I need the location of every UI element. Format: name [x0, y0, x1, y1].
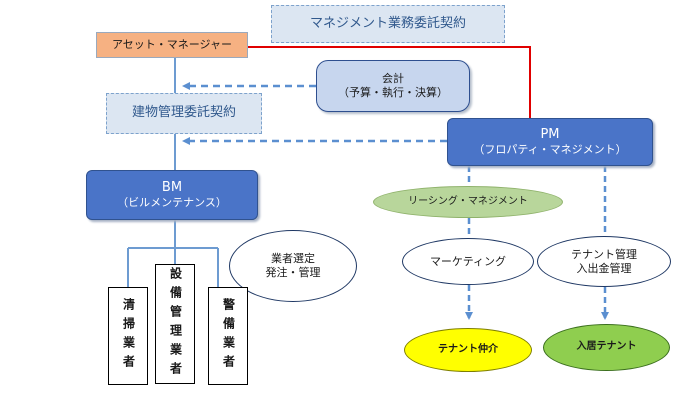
vendor-selection-oval: 業者選定 発注・管理 — [229, 230, 357, 302]
cleaning-vendor-box: 清掃業者 — [108, 287, 148, 385]
cleaning-vendor-label: 清掃業者 — [121, 298, 136, 374]
management-contract-box: マネジメント業務委託契約 — [271, 5, 505, 43]
tenant-broker-oval: テナント仲介 — [404, 328, 532, 372]
security-vendor-label: 警備業者 — [221, 298, 236, 374]
marketing-oval: マーケティング — [402, 238, 534, 285]
contract-line — [248, 46, 531, 118]
asset-manager-box: アセット・マネージャー — [96, 32, 248, 58]
building-contract-box: 建物管理委託契約 — [106, 93, 262, 134]
building-contract-label: 建物管理委託契約 — [131, 105, 236, 121]
marketing-label: マーケティング — [429, 254, 507, 268]
asset-manager-label: アセット・マネージャー — [111, 38, 232, 52]
equipment-vendor-label: 設備管理業者 — [168, 267, 183, 381]
vendor-selection-line2: 発注・管理 — [265, 266, 321, 279]
accounting-box: 会計 （予算・執行・決算） — [316, 60, 470, 112]
pm-box: PM （フロパティ・マネジメント） — [447, 118, 653, 166]
tenant-management-oval: テナント管理 入出金管理 — [537, 236, 671, 287]
equipment-vendor-box: 設備管理業者 — [155, 264, 195, 384]
pm-title: PM — [540, 127, 560, 142]
leasing-management-oval: リーシング・マネジメント — [373, 186, 563, 218]
bm-box: BM （ビルメンテナンス） — [86, 170, 258, 220]
vendor-selection-line1: 業者選定 — [271, 252, 315, 266]
occupant-tenant-label: 入居テナント — [576, 341, 637, 353]
tenant-management-line2: 入出金管理 — [576, 261, 632, 275]
occupant-tenant-oval: 入居テナント — [543, 324, 670, 371]
pm-subtitle: （フロパティ・マネジメント） — [473, 143, 627, 157]
accounting-title: 会計 — [382, 72, 404, 86]
accounting-subtitle: （予算・執行・決算） — [338, 86, 448, 99]
leasing-management-label: リーシング・マネジメント — [408, 195, 528, 207]
management-contract-label: マネジメント業務委託契約 — [309, 15, 466, 31]
bm-title: BM — [161, 180, 183, 195]
tenant-management-line1: テナント管理 — [571, 247, 637, 261]
tenant-broker-label: テナント仲介 — [438, 343, 498, 355]
security-vendor-box: 警備業者 — [208, 287, 248, 385]
bm-subtitle: （ビルメンテナンス） — [117, 196, 227, 210]
